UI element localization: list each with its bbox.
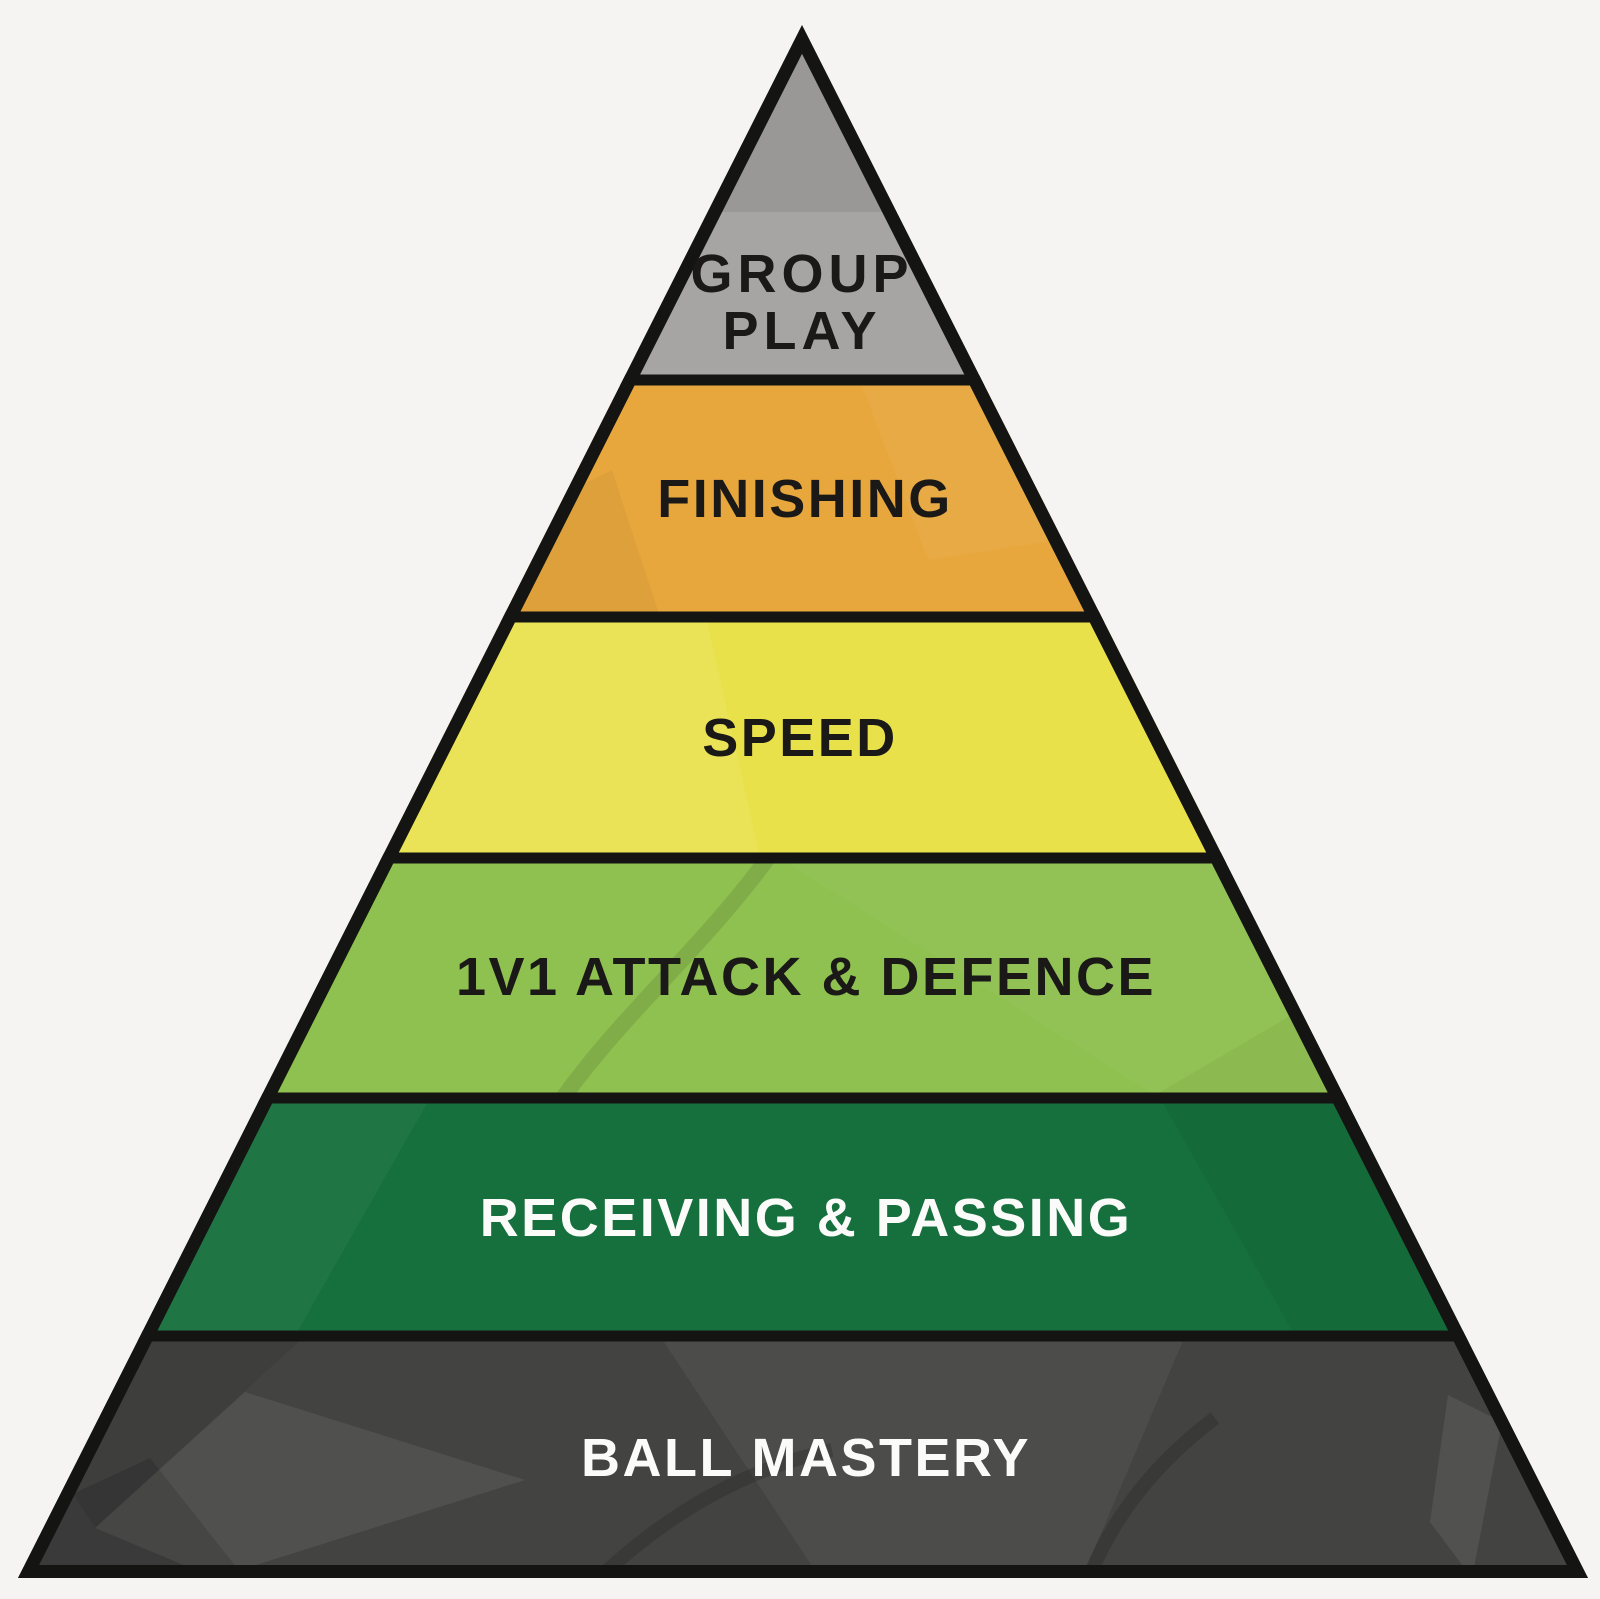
label-group-play-line2: PLAY [722,301,881,361]
label-finishing: FINISHING [657,469,953,529]
label-ball-mastery: BALL MASTERY [581,1428,1031,1488]
pyramid-outline [18,25,1588,1578]
label-receiving-passing: RECEIVING & PASSING [480,1188,1133,1248]
label-group-play-line1: GROUP [690,244,913,304]
label-1v1-attack-defence: 1V1 ATTACK & DEFENCE [456,947,1156,1007]
band-1v1-attack-defence [18,858,1588,1098]
band-ball-mastery [18,1336,1588,1578]
band-receiving-passing [18,1098,1588,1336]
label-speed: SPEED [702,708,898,768]
